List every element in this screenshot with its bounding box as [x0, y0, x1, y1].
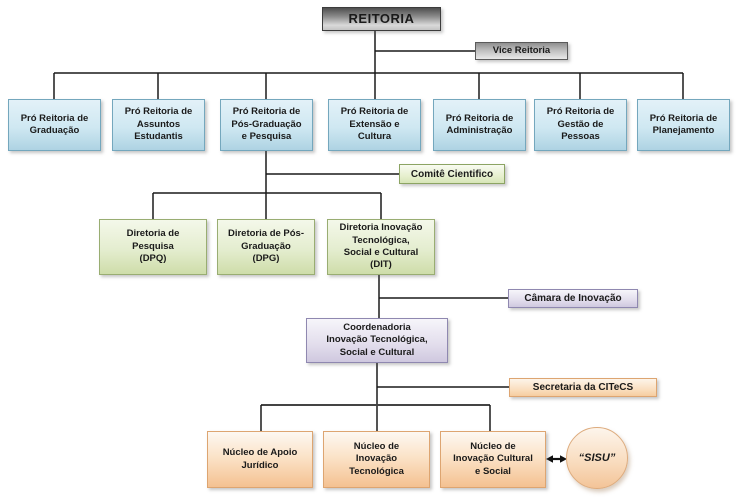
vice-reitoria-label: Vice Reitoria: [492, 44, 551, 56]
pro-reitoria-gestao-box: Pró Reitoria de Gestão de Pessoas: [534, 99, 627, 151]
diretoria-pesquisa-box: Diretoria de Pesquisa (DPQ): [99, 219, 207, 275]
pro-reitoria-graduacao-label: Pró Reitoria de Graduação: [20, 112, 89, 136]
pro-reitoria-administracao-box: Pró Reitoria de Administração: [433, 99, 526, 151]
pro-reitoria-assuntos-box: Pró Reitoria de Assuntos Estudantis: [112, 99, 205, 151]
diretoria-inovacao-label: Diretoria Inovação Tecnológica, Social e…: [339, 222, 423, 271]
comite-cientifico-box: Comitê Cientifico: [399, 164, 505, 184]
diretoria-posgrad-label: Diretoria de Pós- Graduação (DPG): [227, 228, 305, 265]
secretaria-citecs-label: Secretaria da CITeCS: [532, 382, 634, 393]
diretoria-pesquisa-label: Diretoria de Pesquisa (DPQ): [126, 228, 180, 265]
secretaria-citecs-box: Secretaria da CITeCS: [509, 378, 657, 397]
vice-reitoria-box: Vice Reitoria: [475, 42, 568, 60]
nucleo-inovacao-cultural-box: Núcleo de Inovação Cultural e Social: [440, 431, 546, 488]
coordenadoria-box: Coordenadoria Inovação Tecnológica, Soci…: [306, 318, 448, 363]
pro-reitoria-gestao-label: Pró Reitoria de Gestão de Pessoas: [546, 106, 615, 143]
pro-reitoria-administracao-label: Pró Reitoria de Administração: [445, 112, 514, 136]
reitoria-label: REITORIA: [348, 10, 415, 26]
pro-reitoria-planejamento-label: Pró Reitoria de Planejamento: [649, 112, 718, 136]
pro-reitoria-posgrad-label: Pró Reitoria de Pós-Graduação e Pesquisa: [231, 106, 302, 143]
reitoria-box: REITORIA: [322, 7, 441, 31]
diretoria-posgrad-box: Diretoria de Pós- Graduação (DPG): [217, 219, 315, 275]
nucleo-inovacao-tecnologica-label: Núcleo de Inovação Tecnológica: [349, 440, 404, 477]
nucleo-inovacao-cultural-label: Núcleo de Inovação Cultural e Social: [453, 440, 533, 477]
pro-reitoria-extensao-label: Pró Reitoria de Extensão e Cultura: [340, 106, 409, 143]
pro-reitoria-posgrad-box: Pró Reitoria de Pós-Graduação e Pesquisa: [220, 99, 313, 151]
nucleo-inovacao-tecnologica-box: Núcleo de Inovação Tecnológica: [323, 431, 430, 488]
sisu-label: “SISU”: [578, 451, 616, 464]
sisu-circle: “SISU”: [566, 427, 628, 489]
pro-reitoria-extensao-box: Pró Reitoria de Extensão e Cultura: [328, 99, 421, 151]
diretoria-inovacao-box: Diretoria Inovação Tecnológica, Social e…: [327, 219, 435, 275]
pro-reitoria-assuntos-label: Pró Reitoria de Assuntos Estudantis: [124, 106, 193, 143]
comite-cientifico-label: Comitê Cientifico: [410, 168, 494, 180]
camara-inovacao-label: Câmara de Inovação: [524, 293, 622, 304]
nucleo-apoio-juridico-label: Núcleo de Apoio Jurídico: [222, 447, 298, 471]
pro-reitoria-graduacao-box: Pró Reitoria de Graduação: [8, 99, 101, 151]
coordenadoria-label: Coordenadoria Inovação Tecnológica, Soci…: [326, 321, 428, 358]
double-arrow-icon: [546, 455, 567, 463]
nucleo-apoio-juridico-box: Núcleo de Apoio Jurídico: [207, 431, 313, 488]
camara-inovacao-box: Câmara de Inovação: [508, 289, 638, 308]
pro-reitoria-planejamento-box: Pró Reitoria de Planejamento: [637, 99, 730, 151]
